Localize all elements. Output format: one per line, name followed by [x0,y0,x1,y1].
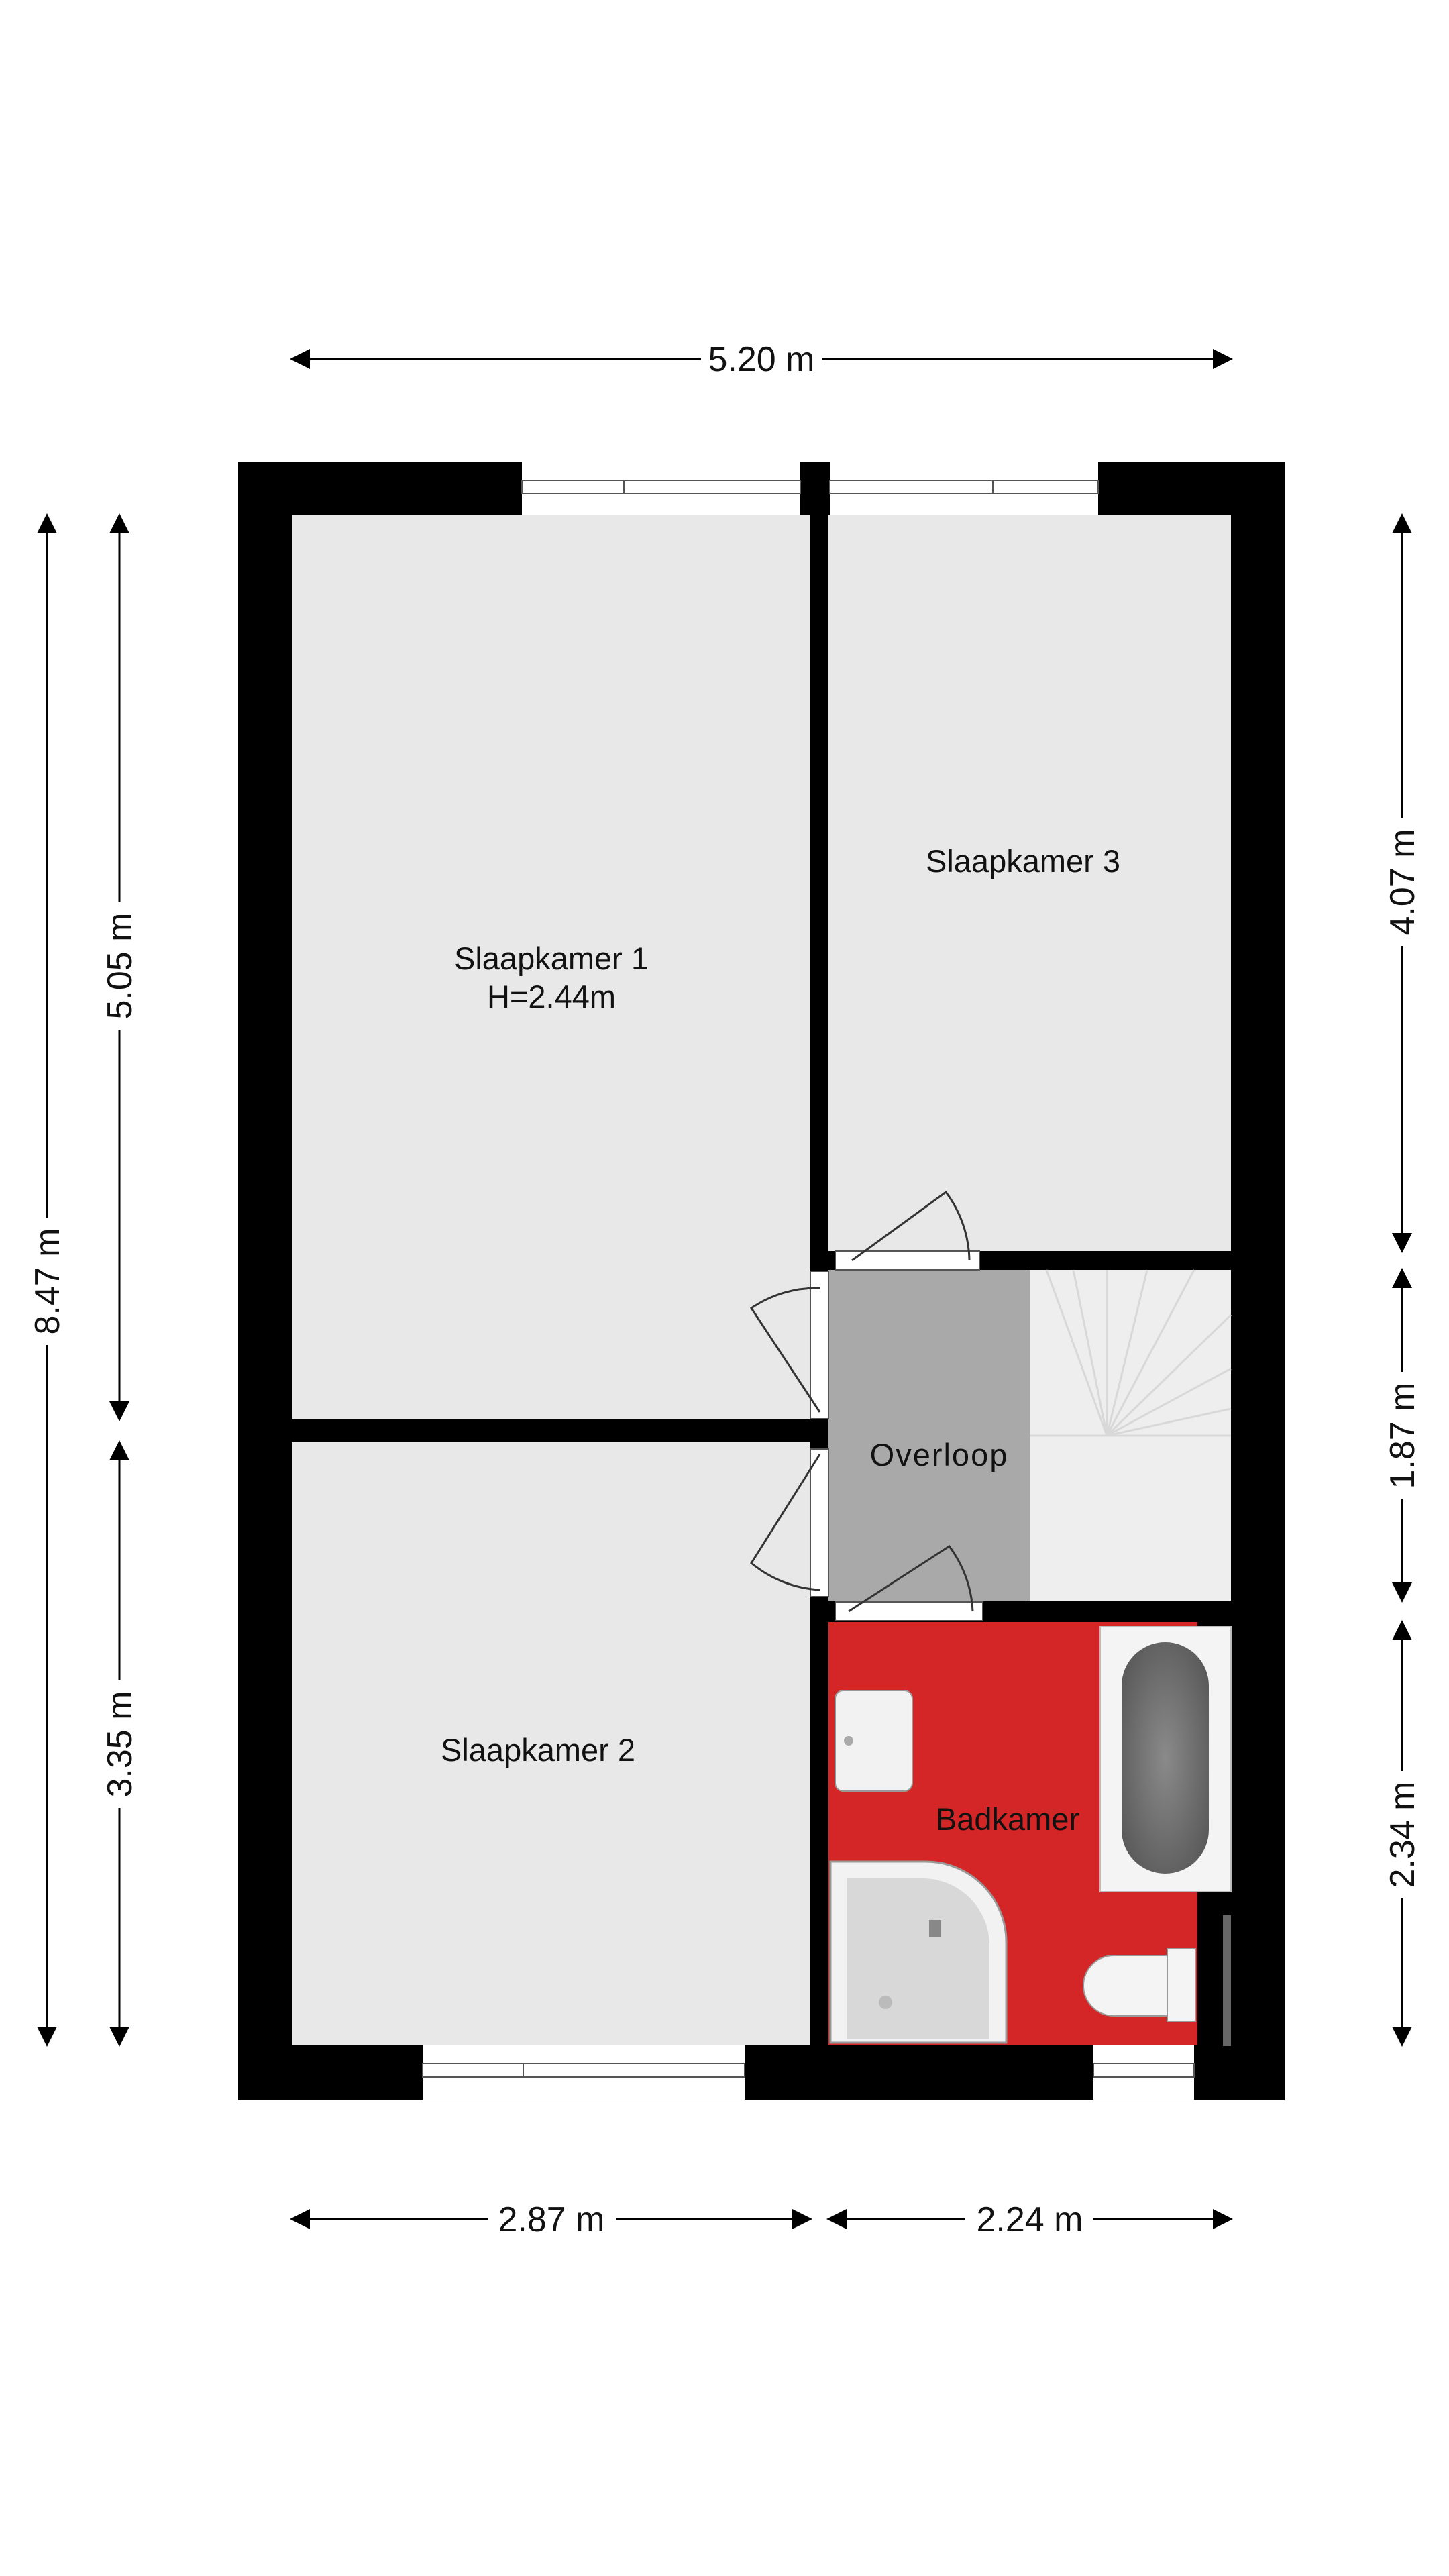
slaapkamer-3-floor [828,515,1231,1251]
dimension-right-middle: 1.87 m [1383,1268,1422,1603]
bathtub-icon [1099,1626,1232,1892]
dimension-label: 5.05 m [101,913,140,1020]
dimension-label: 1.87 m [1383,1383,1422,1489]
room-label-slaapkamer-3: Slaapkamer 3 [926,843,1120,879]
dimension-label: 3.35 m [101,1691,140,1798]
slaapkamer-2-floor [292,1442,810,2045]
shower-icon [829,1860,1008,2044]
overloop-floor [828,1270,1030,1601]
room-label-slaapkamer-1: Slaapkamer 1 [454,941,649,976]
dimension-left-lower: 3.35 m [101,1440,140,2047]
dimension-label: 4.07 m [1383,829,1422,936]
room-label-overloop: Overloop [870,1437,1009,1472]
dimension-right-lower: 2.34 m [1383,1620,1422,2047]
dimension-label: 5.20 m [708,340,815,379]
dimension-label: 8.47 m [28,1228,67,1335]
dimension-right-upper: 4.07 m [1383,513,1422,1253]
dimension-left-total: 8.47 m [28,513,67,2047]
dimension-bottom-right: 2.24 m [826,2200,1233,2239]
door-slaapkamer-1 [749,1271,829,1419]
dimension-label: 2.34 m [1383,1782,1422,1888]
door-slaapkamer-2 [750,1448,829,1597]
dimension-bottom-left: 2.87 m [290,2200,812,2239]
dimension-left-upper: 5.05 m [101,513,140,1421]
slaapkamer-1-floor [292,515,810,1419]
stair-treads [1030,1269,1232,1437]
room-label-slaapkamer-2: Slaapkamer 2 [441,1732,635,1768]
dimension-top-total: 5.20 m [290,340,1233,379]
door-slaapkamer-3 [835,1190,980,1271]
window-bottom-left [422,2045,745,2100]
window-top-right [829,462,1099,515]
window-top-left [521,462,801,515]
toilet-icon [1083,1948,1196,2022]
radiator-icon [1223,1915,1231,2046]
window-bottom-right [1093,2045,1195,2100]
room-height-label: H=2.44m [487,979,616,1014]
door-badkamer [835,1544,983,1621]
dimension-label: 2.87 m [498,2200,605,2239]
room-label-badkamer: Badkamer [936,1801,1079,1837]
dimension-label: 2.24 m [977,2200,1083,2239]
sink-icon [835,1690,913,1792]
